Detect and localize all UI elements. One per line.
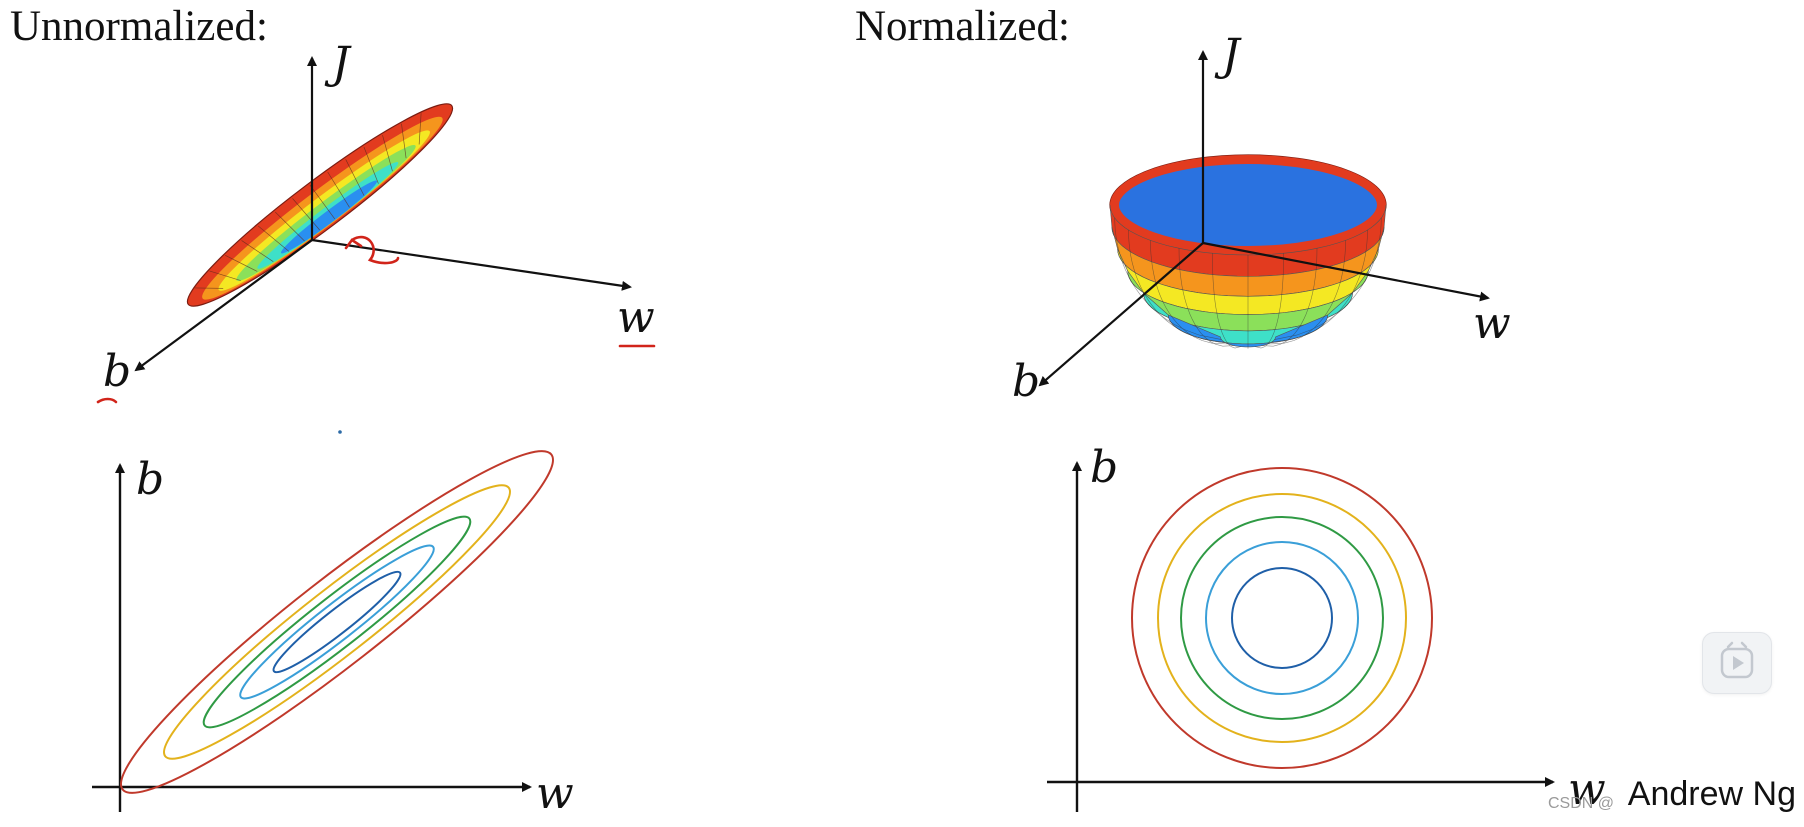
ink-dot xyxy=(338,430,342,434)
red-annotation-marks xyxy=(96,235,656,404)
contour-w-label-normalized: w xyxy=(1568,764,1606,815)
unnormalized-contour-plot: b w xyxy=(92,450,574,819)
unnormalized-title: Unnormalized: xyxy=(10,3,268,50)
normalized-contour-plot: b w xyxy=(1047,442,1606,815)
contour-ellipse-5 xyxy=(272,570,402,674)
b-axis-label-normalized: b xyxy=(1012,356,1040,407)
contour-b-label: b xyxy=(136,454,164,505)
contour-circle-1 xyxy=(1131,467,1433,769)
unnormalized-surface-plot: J w b xyxy=(96,38,656,434)
contour-circle-5 xyxy=(1231,567,1333,669)
w-axis-normalized xyxy=(1202,241,1490,302)
author-credit: Andrew Ng xyxy=(1627,775,1796,813)
b-axis-normalized xyxy=(1038,242,1204,387)
csdn-watermark: CSDN @ xyxy=(1548,795,1615,812)
contour-circle-2 xyxy=(1157,493,1407,743)
contour-circle-3 xyxy=(1180,516,1384,720)
w-axis-label: w xyxy=(617,292,655,343)
b-axis xyxy=(134,239,313,372)
j-axis-label-normalized: J xyxy=(1214,30,1242,81)
round-bowl-surface xyxy=(1109,154,1387,349)
contour-circle-4 xyxy=(1205,541,1359,695)
w-axis-label-normalized: w xyxy=(1473,298,1511,349)
contour-ellipse-3 xyxy=(202,515,472,729)
j-axis-label: J xyxy=(324,38,352,89)
contour-ellipse-1 xyxy=(120,450,554,794)
video-play-button[interactable] xyxy=(1702,632,1772,694)
contour-b-label-normalized: b xyxy=(1090,442,1118,493)
play-icon xyxy=(1720,641,1754,679)
b-axis-label: b xyxy=(103,346,131,397)
normalized-title: Normalized: xyxy=(855,3,1070,50)
contour-w-label: w xyxy=(536,768,574,819)
contour-ellipse-4 xyxy=(239,544,435,700)
w-axis xyxy=(311,238,632,291)
normalized-surface-plot: J w b xyxy=(1012,30,1511,407)
contour-ellipse-2 xyxy=(163,484,511,760)
tilted-bowl-surface xyxy=(186,103,454,307)
